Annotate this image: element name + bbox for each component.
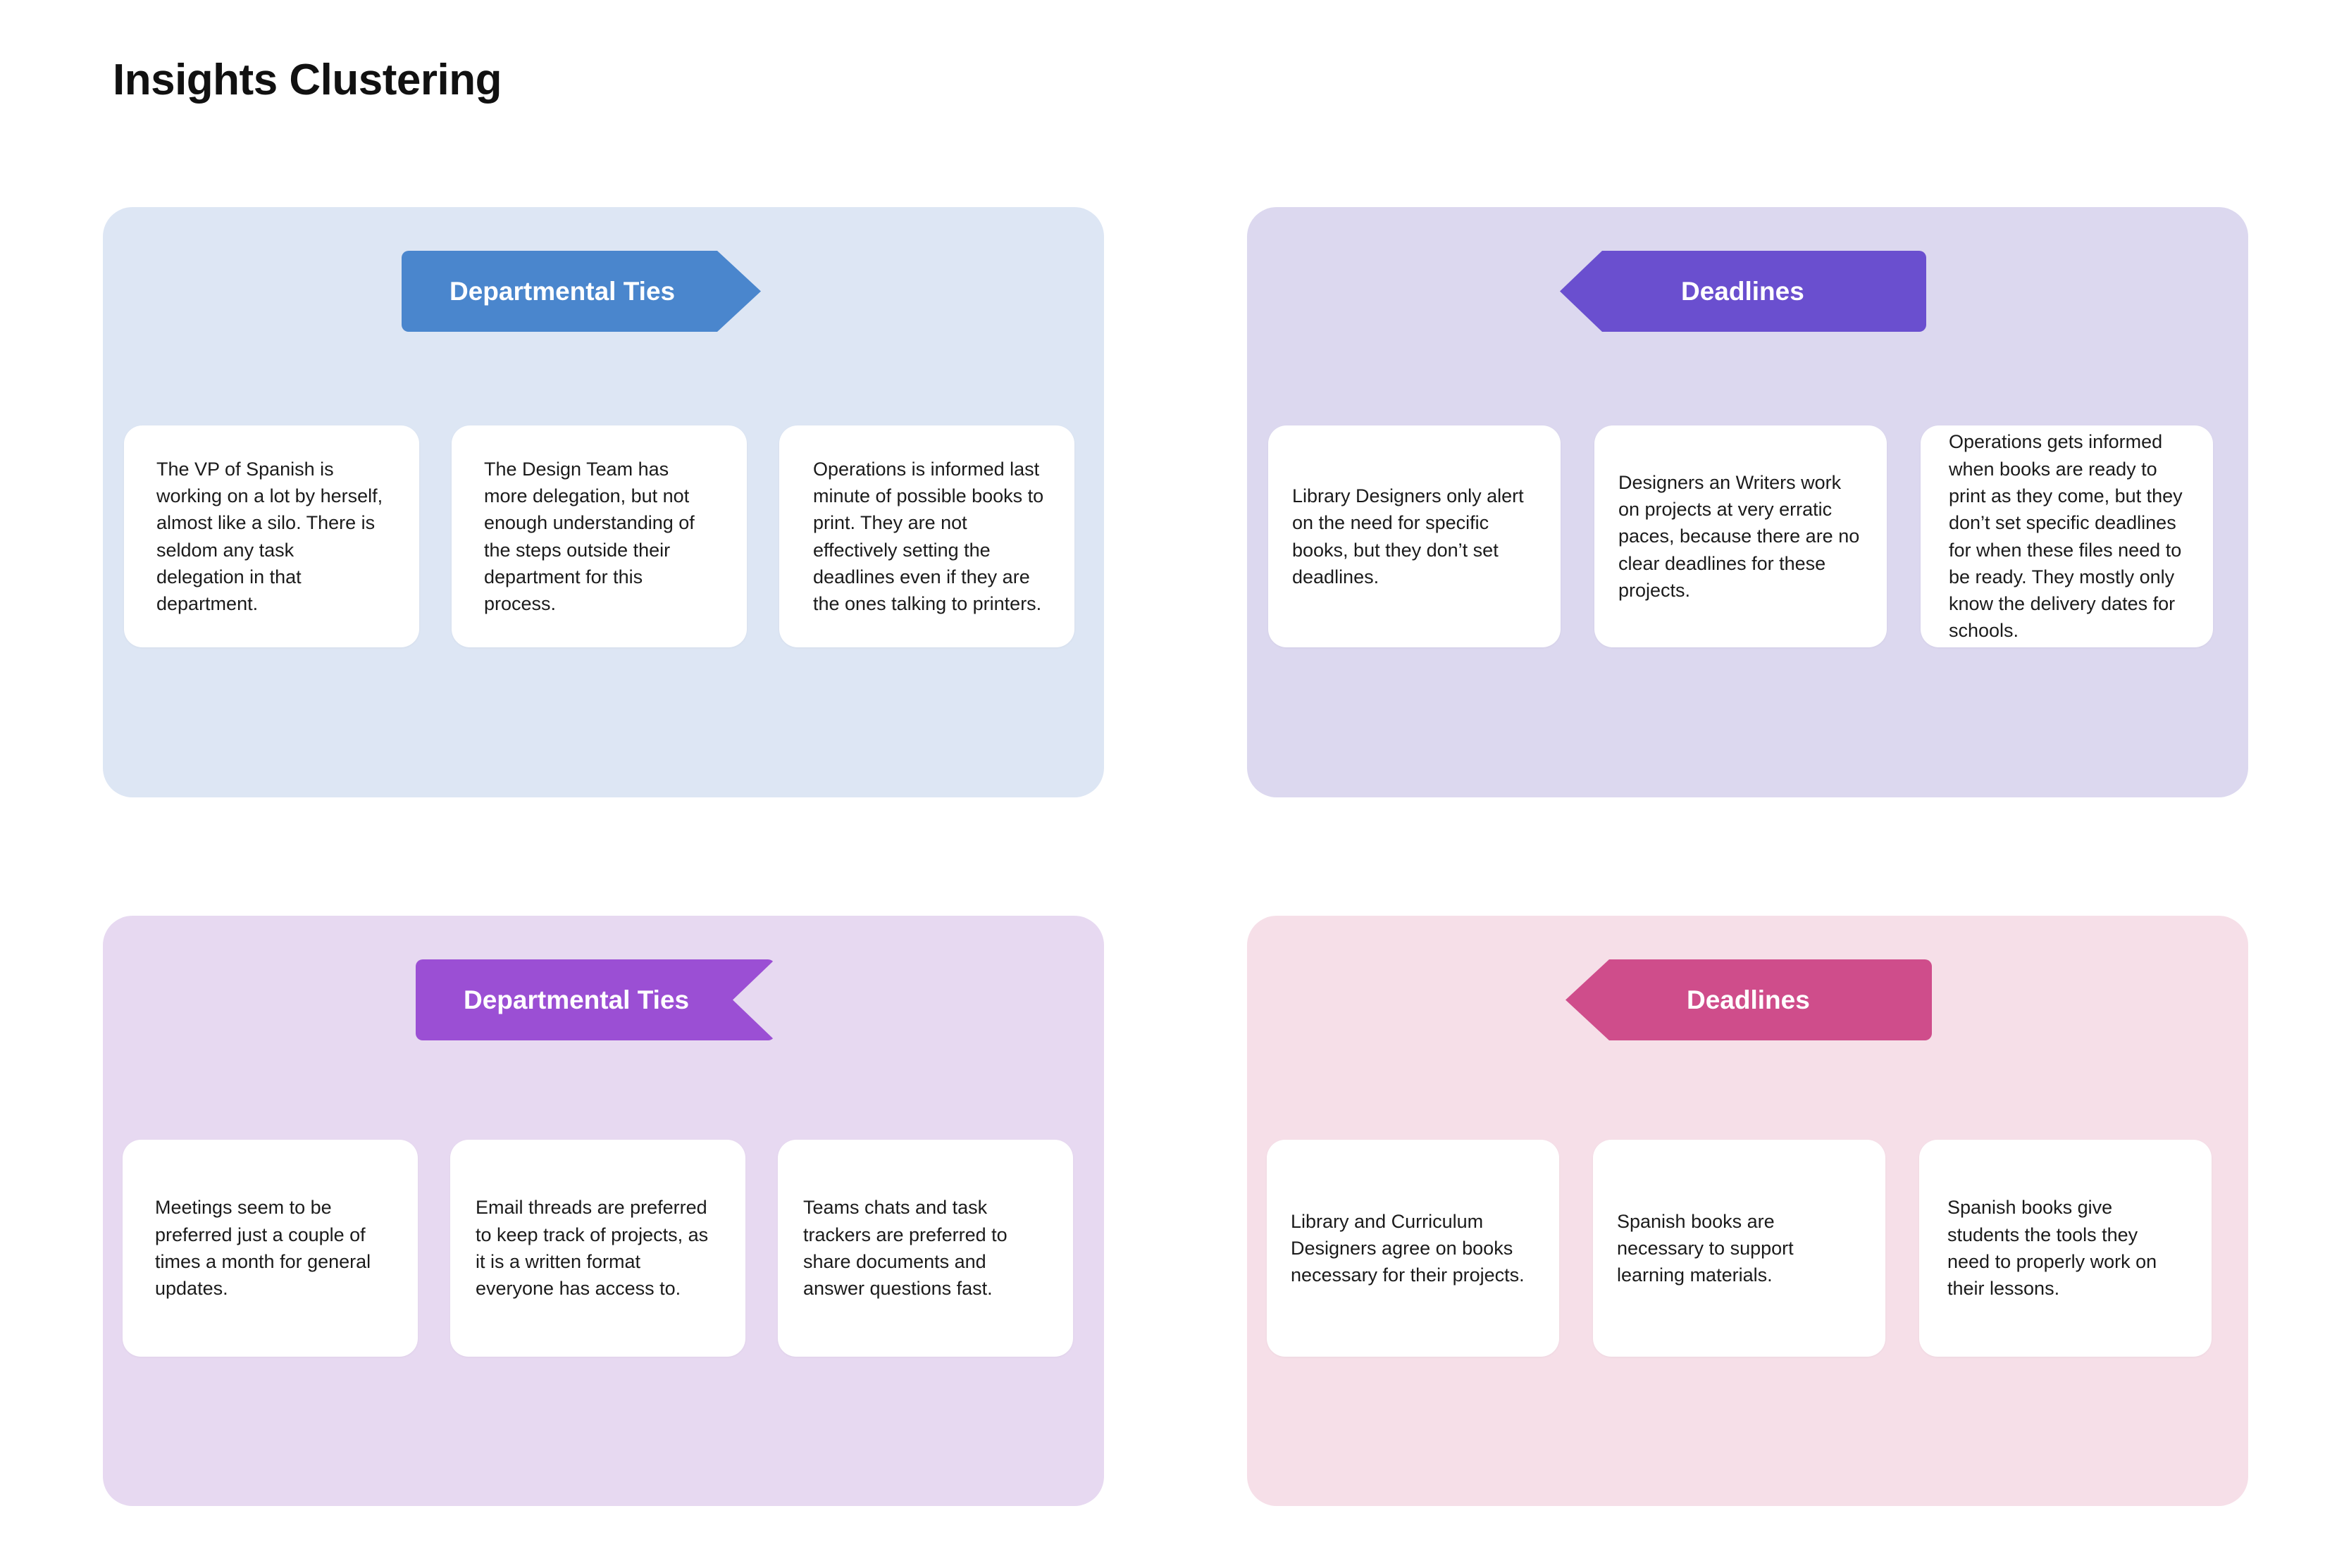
cluster-banner-label: Deadlines [1681,276,1804,306]
insight-card-text: Spanish books are necessary to support l… [1617,1210,1794,1286]
insight-card-text: Library Designers only alert on the need… [1292,485,1524,587]
insight-card[interactable]: Spanish books are necessary to support l… [1593,1140,1885,1357]
insight-card-text: The VP of Spanish is working on a lot by… [156,458,383,615]
insight-card[interactable]: The Design Team has more delegation, but… [452,425,747,647]
cluster-banner-label: Departmental Ties [464,985,690,1014]
cluster-banner-label: Deadlines [1687,985,1810,1014]
insight-card[interactable]: Designers an Writers work on projects at… [1594,425,1887,647]
insight-card-list: The VP of Spanish is working on a lot by… [124,425,1107,647]
insight-card[interactable]: Library Designers only alert on the need… [1268,425,1561,647]
insight-card-list: Library Designers only alert on the need… [1268,425,2247,647]
insight-card[interactable]: Meetings seem to be preferred just a cou… [123,1140,418,1357]
cluster-panel-deadlines-pink: Deadlines Library and Curriculum Designe… [1247,916,2248,1506]
insight-card-text: Email threads are preferred to keep trac… [476,1197,709,1300]
insight-card[interactable]: Email threads are preferred to keep trac… [450,1140,745,1357]
insight-card-text: Designers an Writers work on projects at… [1618,471,1860,601]
insight-card-text: Library and Curriculum Designers agree o… [1291,1210,1525,1286]
cluster-banner-departmental-ties-blue[interactable]: Departmental Ties [402,251,761,332]
insight-card[interactable]: Spanish books give students the tools th… [1919,1140,2212,1357]
insight-card-text: Meetings seem to be preferred just a cou… [155,1197,371,1300]
insight-card-text: Spanish books give students the tools th… [1947,1197,2157,1300]
insight-card[interactable]: Operations is informed last minute of po… [779,425,1074,647]
insight-card-text: The Design Team has more delegation, but… [484,458,695,615]
insight-card[interactable]: The VP of Spanish is working on a lot by… [124,425,419,647]
insight-card-text: Operations gets informed when books are … [1949,431,2183,642]
insight-card[interactable]: Library and Curriculum Designers agree o… [1267,1140,1559,1357]
insight-card-text: Operations is informed last minute of po… [813,458,1044,615]
insight-card[interactable]: Operations gets informed when books are … [1921,425,2213,647]
cluster-panel-deadlines-purple: Deadlines Library Designers only alert o… [1247,207,2248,797]
cluster-panel-departmental-ties-blue: Departmental Ties The VP of Spanish is w… [103,207,1104,797]
cluster-banner-deadlines-pink[interactable]: Deadlines [1566,959,1932,1040]
cluster-banner-departmental-ties-violet[interactable]: Departmental Ties [416,959,775,1040]
cluster-banner-label: Departmental Ties [450,276,676,306]
insight-card[interactable]: Teams chats and task trackers are prefer… [778,1140,1073,1357]
insight-card-text: Teams chats and task trackers are prefer… [803,1197,1008,1300]
page-title: Insights Clustering [113,56,502,104]
insight-card-list: Meetings seem to be preferred just a cou… [123,1140,1105,1357]
cluster-banner-deadlines-purple[interactable]: Deadlines [1560,251,1926,332]
insight-card-list: Library and Curriculum Designers agree o… [1267,1140,2245,1357]
cluster-panel-departmental-ties-violet: Departmental Ties Meetings seem to be pr… [103,916,1104,1506]
